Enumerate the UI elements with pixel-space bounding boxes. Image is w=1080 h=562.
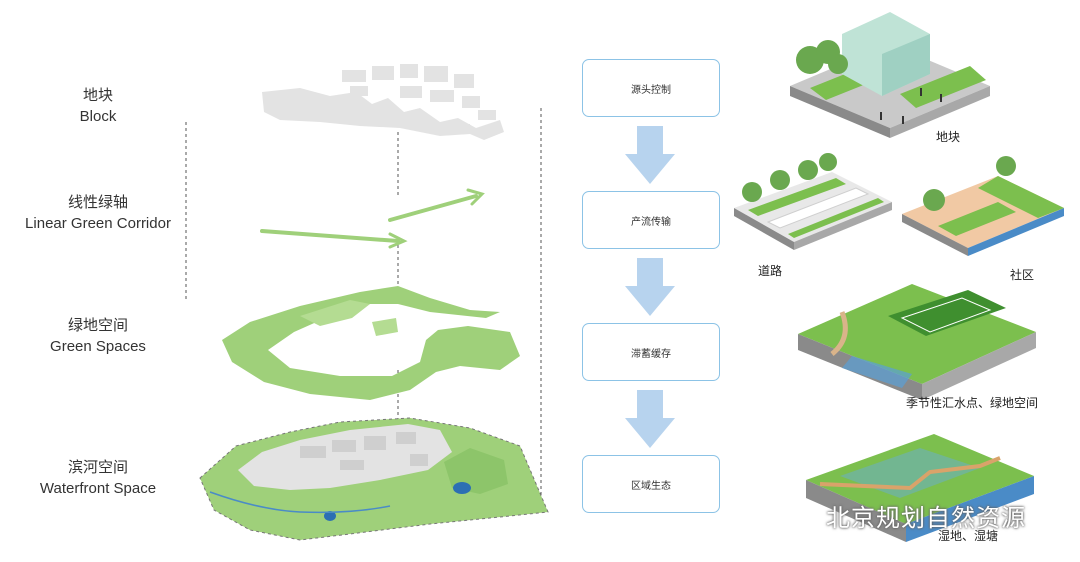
iso-road-illustration bbox=[734, 153, 892, 250]
watermark: 北京规划自然资源 bbox=[786, 498, 1026, 533]
caption-block: 地块 bbox=[936, 130, 961, 144]
flow-box-source-control: 源头控制 bbox=[582, 59, 720, 117]
caption-wetland: 湿地、湿塘 bbox=[938, 529, 999, 543]
layer-label-green-en: Green Spaces bbox=[50, 338, 146, 355]
caption-seasonal: 季节性汇水点、绿地空间 bbox=[906, 396, 1039, 410]
layer-label-green-zh: 绿地空间 bbox=[67, 316, 128, 334]
layer-label-block-en: Block bbox=[79, 108, 117, 125]
flow-arrow-down-icon bbox=[625, 258, 675, 316]
iso-block-illustration bbox=[790, 12, 990, 138]
flow-box-runoff-transfer: 产流传输 bbox=[582, 191, 720, 249]
corridor-layer bbox=[260, 188, 485, 249]
layer-label-corridor: 线性绿轴 Linear Green Corridor bbox=[0, 191, 196, 235]
layer-label-corridor-en: Linear Green Corridor bbox=[25, 215, 171, 232]
green-space-layer bbox=[222, 286, 520, 400]
layer-label-waterfront-en: Waterfront Space bbox=[39, 480, 157, 497]
watermark-text: 北京规划自然资源 bbox=[826, 504, 1026, 532]
layer-label-block: 地块 Block bbox=[0, 84, 196, 128]
iso-seasonal-illustration bbox=[798, 284, 1036, 400]
layer-label-corridor-zh: 线性绿轴 bbox=[67, 193, 128, 211]
flow-arrow-down-icon bbox=[625, 390, 675, 448]
caption-community: 社区 bbox=[1010, 268, 1035, 282]
flow-arrow-down-icon bbox=[625, 126, 675, 184]
layer-stack-diagram bbox=[185, 64, 549, 541]
caption-road: 道路 bbox=[758, 264, 783, 278]
layer-label-green: 绿地空间 Green Spaces bbox=[0, 314, 196, 358]
block-layer bbox=[262, 64, 504, 140]
layer-label-waterfront: 滨河空间 Waterfront Space bbox=[0, 456, 196, 500]
wechat-logo-icon bbox=[786, 501, 819, 528]
layer-label-waterfront-zh: 滨河空间 bbox=[67, 458, 128, 476]
layer-label-block-zh: 地块 bbox=[82, 86, 113, 104]
waterfront-layer bbox=[199, 417, 549, 541]
flow-box-regional-ecology: 区域生态 bbox=[582, 455, 720, 513]
iso-community-illustration bbox=[902, 156, 1064, 256]
flow-box-detention-storage: 滞蓄缓存 bbox=[582, 323, 720, 381]
iso-wetland-illustration bbox=[806, 434, 1034, 542]
